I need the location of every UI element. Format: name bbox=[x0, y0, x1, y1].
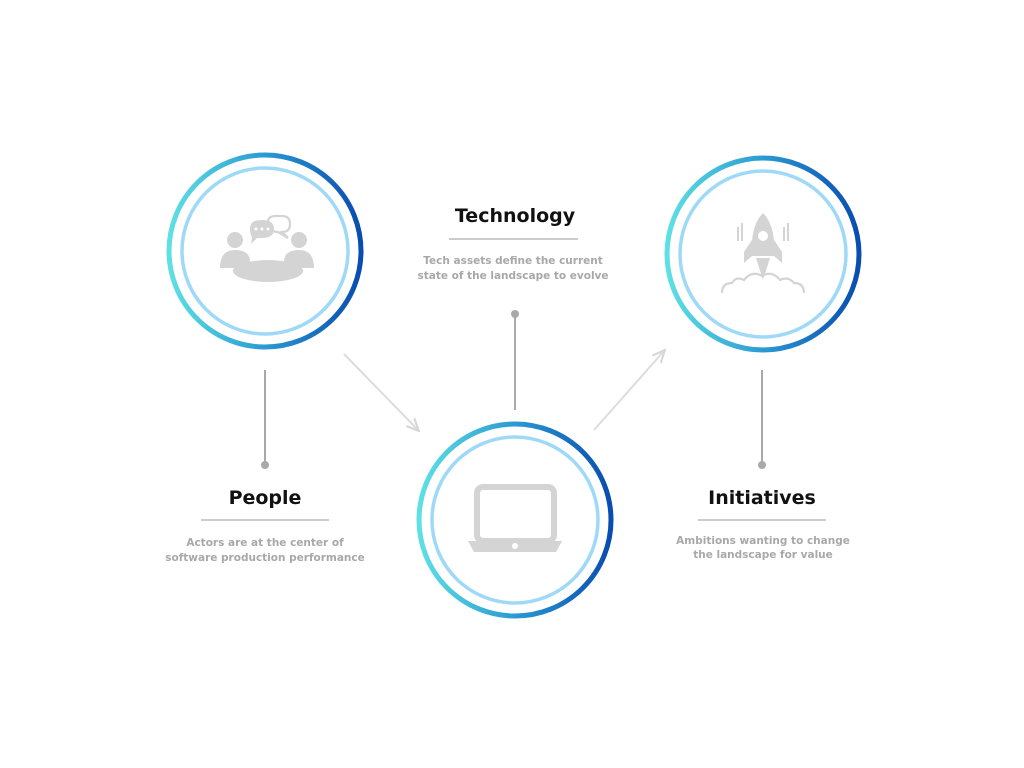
technology-node: Technology Tech assets define the curren… bbox=[416, 205, 614, 619]
people-connector bbox=[261, 370, 269, 469]
rocket-icon bbox=[720, 213, 806, 294]
initiatives-inner-ring bbox=[678, 169, 848, 339]
people-outer-ring bbox=[166, 152, 364, 350]
initiatives-connector bbox=[758, 370, 766, 469]
laptop-icon bbox=[468, 484, 562, 552]
technology-description-line1: Tech assets define the current bbox=[423, 255, 603, 267]
people-title: People bbox=[229, 487, 302, 509]
people-description-line1: Actors are at the center of bbox=[186, 537, 344, 549]
initiatives-description-line2: the landscape for value bbox=[693, 549, 833, 561]
people-description-line2: software production performance bbox=[165, 552, 365, 564]
initiatives-title: Initiatives bbox=[708, 487, 816, 509]
technology-to-initiatives-arrow bbox=[593, 351, 664, 431]
technology-connector bbox=[511, 310, 519, 410]
people-inner-ring bbox=[180, 166, 350, 336]
initiatives-description-line1: Ambitions wanting to change bbox=[676, 535, 850, 547]
technology-title: Technology bbox=[455, 205, 576, 227]
meeting-people-icon bbox=[220, 214, 314, 282]
people-to-technology-arrow bbox=[343, 353, 418, 430]
technology-description-line2: state of the landscape to evolve bbox=[417, 270, 608, 282]
initiatives-node: Initiatives Ambitions wanting to change … bbox=[664, 155, 862, 561]
technology-inner-ring bbox=[430, 435, 600, 605]
people-node: People Actors are at the center of softw… bbox=[165, 152, 365, 564]
technology-outer-ring bbox=[416, 421, 614, 619]
initiatives-outer-ring bbox=[664, 155, 862, 353]
